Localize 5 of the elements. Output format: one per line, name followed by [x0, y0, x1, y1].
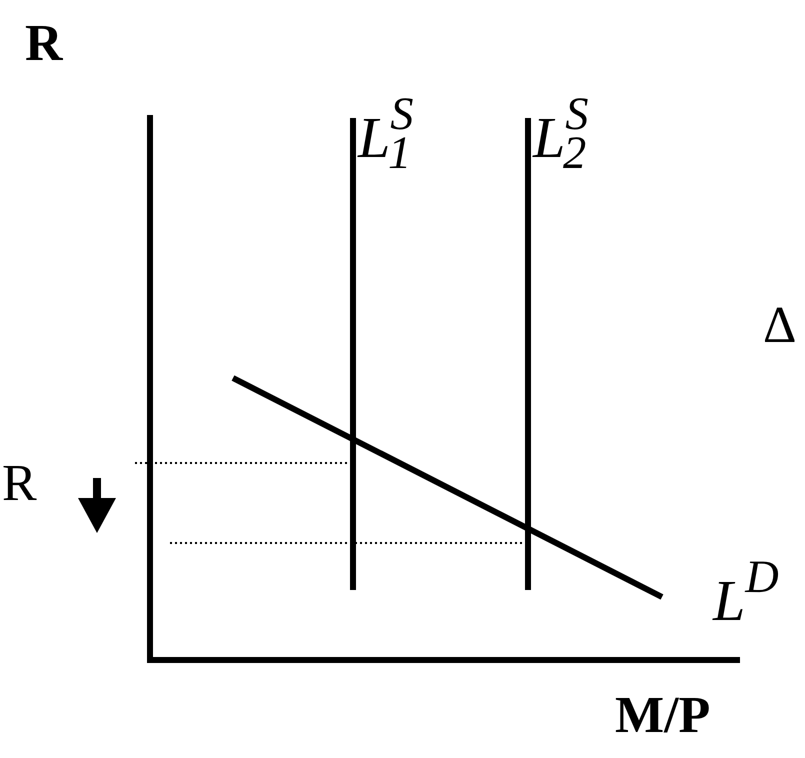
axis-label: M/P [615, 690, 710, 742]
symbol-label: Δ [763, 300, 796, 352]
axis-label: R [25, 18, 63, 70]
curve-label: L$^{D}$ [713, 555, 779, 630]
axis-label: R [2, 458, 37, 510]
